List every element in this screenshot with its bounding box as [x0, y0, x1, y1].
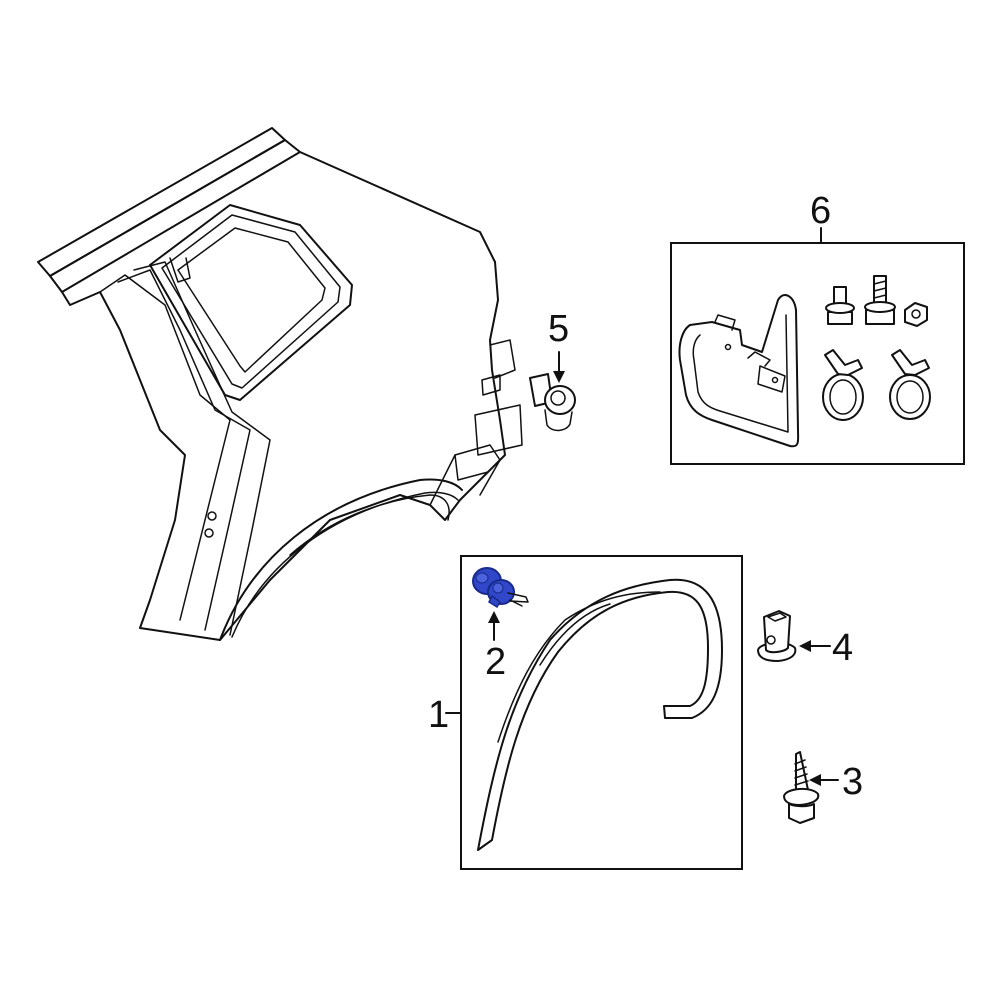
wheel-opening-molding-icon: [477, 578, 723, 851]
callout-5: 5: [548, 308, 569, 350]
callout-leaders: [445, 227, 839, 786]
callout-6: 6: [810, 190, 831, 232]
clip-icon: [529, 373, 576, 432]
callout-1: 1: [428, 694, 449, 736]
u-nut-icon: [757, 610, 797, 662]
splash-guard-kit-box: [670, 242, 965, 465]
tapping-screw-icon: [783, 751, 820, 824]
callout-4: 4: [832, 627, 853, 669]
splash-guard-kit-icon: [678, 275, 931, 448]
rear-quarter-panel-icon: [37, 127, 523, 641]
callout-2: 2: [485, 641, 506, 683]
push-retainer-icon: [472, 567, 529, 609]
callout-3: 3: [842, 761, 863, 803]
